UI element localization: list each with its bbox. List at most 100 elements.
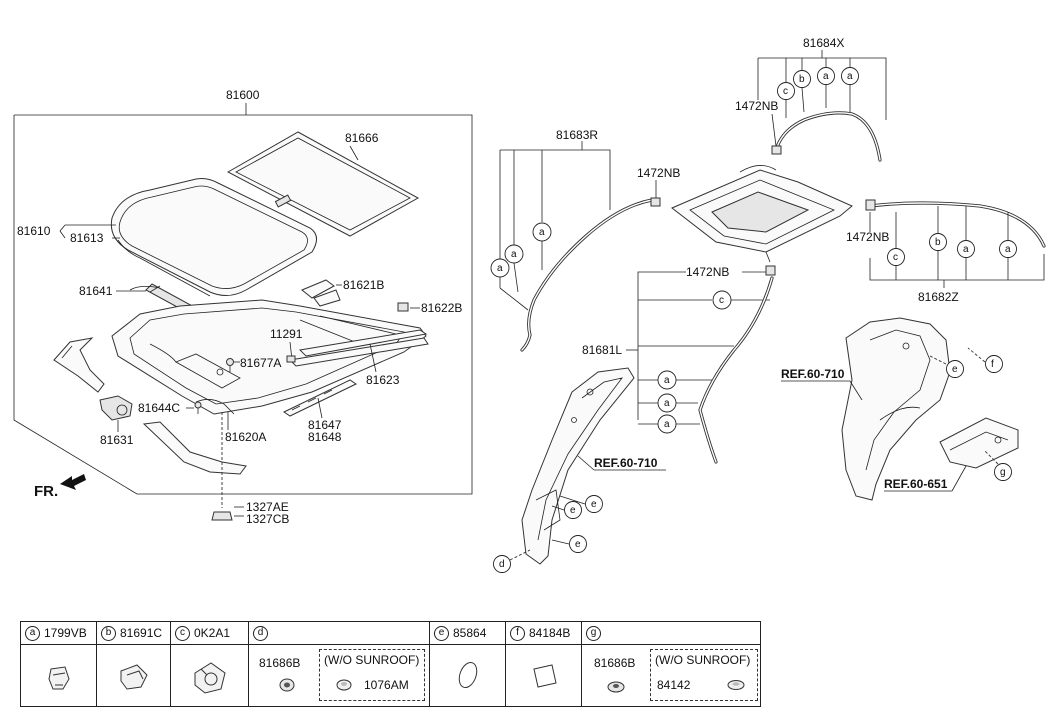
label-81613[interactable]: 81613 bbox=[70, 231, 104, 245]
svg-text:a: a bbox=[539, 227, 545, 238]
clip-81622B[interactable] bbox=[397, 302, 409, 312]
screw-81644C[interactable] bbox=[194, 401, 202, 414]
svg-text:a: a bbox=[497, 263, 503, 274]
label-81623[interactable]: 81623 bbox=[366, 373, 400, 387]
without-sunroof-title: (W/O SUNROOF) bbox=[655, 653, 751, 667]
legend-sub-part: 81686B bbox=[594, 656, 636, 670]
drain-channel-left[interactable] bbox=[53, 337, 105, 393]
svg-text:a: a bbox=[823, 71, 829, 82]
label-81647[interactable]: 81647 bbox=[308, 418, 342, 432]
label-1327CB[interactable]: 1327CB bbox=[246, 512, 289, 526]
legend-part-number: 1799VB bbox=[44, 626, 87, 640]
front-arrow-icon bbox=[60, 474, 86, 490]
svg-text:b: b bbox=[799, 74, 805, 85]
sunroof-seal-frame[interactable] bbox=[110, 178, 317, 297]
label-81600[interactable]: 81600 bbox=[226, 88, 260, 102]
svg-text:a: a bbox=[664, 375, 670, 386]
drain-hose-81683R[interactable] bbox=[520, 198, 654, 352]
clip-0k2a1-icon bbox=[194, 662, 226, 694]
svg-text:c: c bbox=[783, 86, 788, 97]
without-sunroof-title: (W/O SUNROOF) bbox=[324, 653, 420, 667]
a-pillar-panel bbox=[521, 367, 635, 565]
svg-text:f: f bbox=[991, 359, 994, 370]
screw-81677A[interactable] bbox=[226, 358, 234, 373]
bracket-81621B[interactable] bbox=[301, 279, 341, 307]
svg-text:e: e bbox=[591, 499, 597, 510]
without-sunroof-part: 1076AM bbox=[364, 678, 409, 692]
legend-letter: g bbox=[586, 625, 601, 641]
wheelhouse-panel bbox=[939, 417, 1019, 469]
svg-text:e: e bbox=[570, 505, 576, 516]
rear-quarter-panel bbox=[841, 317, 951, 501]
svg-text:d: d bbox=[499, 559, 505, 570]
legend-letter: c bbox=[175, 625, 190, 641]
svg-text:e: e bbox=[575, 539, 581, 550]
drain-hose-81684X[interactable] bbox=[774, 111, 882, 162]
label-1472NB-rear-left[interactable]: 1472NB bbox=[846, 230, 889, 244]
bolt-11291[interactable] bbox=[286, 341, 296, 363]
label-11291[interactable]: 11291 bbox=[270, 327, 303, 341]
legend-sub-part: 81686B bbox=[259, 656, 301, 670]
label-81621B[interactable]: 81621B bbox=[343, 278, 384, 292]
legend-cell-e[interactable]: e 85864 bbox=[430, 622, 506, 706]
hose-clamp-front-right[interactable] bbox=[650, 197, 661, 207]
svg-text:a: a bbox=[664, 419, 670, 430]
legend-cell-d[interactable]: d 81686B (W/O SUNROOF) 1076AM bbox=[249, 622, 430, 706]
front-direction-label: FR. bbox=[34, 483, 58, 500]
clip-81691c-icon bbox=[120, 664, 148, 690]
grommet-icon bbox=[279, 678, 295, 692]
label-81681L[interactable]: 81681L bbox=[582, 343, 622, 357]
ref-60-710-right[interactable]: REF.60-710 bbox=[781, 367, 845, 381]
label-1472NB-front-left[interactable]: 1472NB bbox=[686, 265, 729, 279]
label-81631[interactable]: 81631 bbox=[100, 433, 134, 447]
label-81644C[interactable]: 81644C bbox=[138, 401, 180, 415]
drain-hose-81682Z[interactable] bbox=[868, 201, 1046, 248]
sunroof-motor-81631[interactable] bbox=[99, 395, 133, 421]
front-channel[interactable] bbox=[142, 421, 247, 475]
label-1472NB-rear-right[interactable]: 1472NB bbox=[735, 99, 778, 113]
hose-clamp-front-left[interactable] bbox=[765, 265, 776, 276]
hose-clamp-rear-right[interactable] bbox=[771, 145, 782, 155]
legend-letter: e bbox=[434, 625, 449, 641]
svg-text:g: g bbox=[1000, 467, 1006, 478]
label-81682Z[interactable]: 81682Z bbox=[918, 290, 959, 304]
svg-text:a: a bbox=[1005, 244, 1011, 255]
label-81648[interactable]: 81648 bbox=[308, 430, 342, 444]
sunroof-glass-panel[interactable] bbox=[226, 131, 420, 237]
svg-text:a: a bbox=[847, 71, 853, 82]
svg-text:a: a bbox=[963, 244, 969, 255]
svg-text:a: a bbox=[511, 249, 517, 260]
label-81641[interactable]: 81641 bbox=[79, 284, 113, 298]
guide-rail-81623[interactable] bbox=[288, 329, 429, 367]
roof-frame-mounted[interactable] bbox=[671, 165, 853, 263]
label-1327AE[interactable]: 1327AE bbox=[246, 500, 289, 514]
label-81620A[interactable]: 81620A bbox=[225, 430, 266, 444]
ref-60-710-left[interactable]: REF.60-710 bbox=[594, 456, 658, 470]
svg-text:c: c bbox=[893, 252, 898, 263]
drain-hose-81681L[interactable] bbox=[698, 276, 774, 464]
nut-1327AE[interactable] bbox=[211, 511, 233, 521]
label-1472NB-front-right[interactable]: 1472NB bbox=[637, 166, 680, 180]
svg-text:e: e bbox=[952, 364, 958, 375]
legend-letter: f bbox=[510, 625, 525, 641]
sunroof-assembly-frame bbox=[13, 103, 473, 495]
hose-clamp-rear-left[interactable] bbox=[865, 199, 876, 211]
plug-icon bbox=[336, 679, 352, 691]
label-81622B[interactable]: 81622B bbox=[421, 301, 462, 315]
ref-60-651[interactable]: REF.60-651 bbox=[884, 477, 948, 491]
label-81610[interactable]: 81610 bbox=[17, 224, 51, 238]
label-81684X[interactable]: 81684X bbox=[803, 36, 844, 50]
label-81677A[interactable]: 81677A bbox=[240, 356, 281, 370]
plug-icon bbox=[727, 680, 745, 690]
svg-text:c: c bbox=[719, 295, 724, 306]
label-81666[interactable]: 81666 bbox=[345, 131, 379, 145]
legend-part-number: 85864 bbox=[453, 626, 487, 640]
legend-cell-g[interactable]: g 81686B (W/O SUNROOF) 84142 bbox=[582, 622, 760, 706]
drive-cable-81647[interactable] bbox=[282, 379, 358, 417]
label-81683R[interactable]: 81683R bbox=[556, 128, 598, 142]
